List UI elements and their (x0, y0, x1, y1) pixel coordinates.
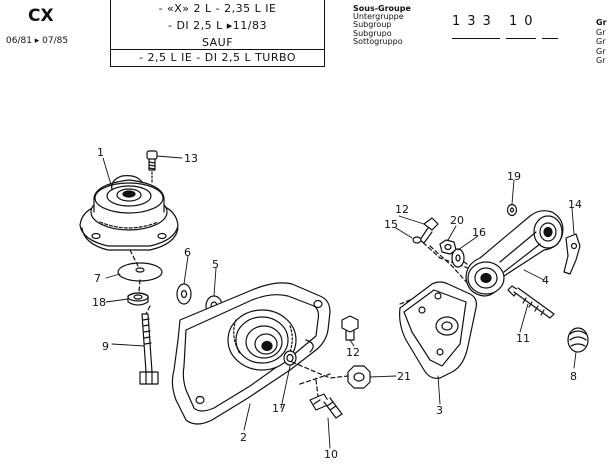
part-4-torque-rod (465, 210, 564, 297)
callout-9: 9 (102, 340, 109, 353)
part-18-nut (127, 292, 149, 306)
part-15-washer (412, 236, 422, 244)
group-labels: Gr Gr Gr Gr Gr (596, 18, 607, 66)
callout-3: 3 (436, 404, 443, 417)
callout-5: 5 (212, 258, 219, 271)
callout-14: 14 (568, 198, 582, 211)
part-21-nut (347, 365, 371, 389)
part-2-bracket (171, 282, 331, 425)
group-label-2: Gr (596, 27, 606, 37)
callout-17: 17 (272, 402, 286, 415)
callout-18: 18 (92, 296, 106, 309)
spec-line-3: SAUF (201, 36, 234, 49)
callout-1: 1 (97, 146, 104, 159)
callout-12-lower: 12 (346, 346, 360, 359)
part-13-bolt (146, 150, 158, 183)
part-8-bump-stop (567, 327, 589, 353)
part-11-bolt (507, 285, 555, 319)
part-9-long-bolt (139, 313, 159, 385)
subgroup-code: 133 10 (452, 14, 540, 29)
part-14-tab (563, 233, 581, 275)
leader-lines (102, 155, 577, 449)
spec-line-1: - «X» 2 L - 2,35 L IE (158, 2, 277, 15)
date-range: 06/81 ▸ 07/85 (6, 36, 69, 46)
callout-20: 20 (450, 214, 464, 227)
group-label-1: Gr (596, 18, 607, 27)
callout-11: 11 (516, 332, 530, 345)
part-19-washer (506, 203, 518, 217)
code-underline-1 (452, 38, 500, 39)
part-6-washer (176, 283, 192, 305)
spec-box: - «X» 2 L - 2,35 L IE - DI 2,5 L ▸11/83 … (110, 0, 325, 67)
subgroup-label-it: Sottogruppo (353, 36, 403, 46)
group-label-3: Gr (596, 37, 606, 46)
callout-15: 15 (384, 218, 398, 231)
part-1-top-mount (79, 175, 179, 251)
callout-8: 8 (570, 370, 577, 383)
callout-6: 6 (184, 246, 191, 259)
spec-line-4: - 2,5 L IE - DI 2,5 L TURBO (139, 51, 296, 64)
callout-21: 21 (397, 370, 411, 383)
callout-7: 7 (94, 272, 101, 285)
callout-numbers: 1 13 7 18 9 6 5 2 17 10 12 21 3 11 4 8 1… (92, 146, 582, 461)
part-12-lower-bolt (341, 315, 359, 341)
subgroup-label-es: Subgrupo (353, 28, 392, 38)
code-underline-2 (506, 38, 536, 39)
part-10-bolt (309, 393, 343, 419)
spec-line-2: - DI 2,5 L ▸11/83 (167, 19, 267, 32)
callout-16: 16 (472, 226, 486, 239)
subgroup-label-fr: Sous-Groupe (353, 4, 411, 13)
model-title: CX (28, 6, 54, 26)
group-label-4: Gr (596, 46, 606, 56)
callout-4: 4 (542, 274, 549, 287)
part-3-support-plate (399, 281, 477, 379)
part-16-washer (451, 248, 465, 268)
spec-divider (111, 49, 324, 50)
callout-19: 19 (507, 170, 521, 183)
group-label-5: Gr (596, 56, 606, 65)
part-7-washer (117, 262, 163, 282)
callout-12-upper: 12 (395, 203, 409, 216)
code-underline-3 (542, 38, 558, 39)
callout-10: 10 (324, 448, 338, 461)
subgroup-label-en: Subgroup (353, 20, 392, 30)
subgroup-labels: Sous-Groupe Untergruppe Subgroup Subgrup… (353, 4, 411, 46)
subgroup-label-de: Untergruppe (353, 12, 404, 22)
callout-2: 2 (240, 431, 247, 444)
callout-13: 13 (184, 152, 198, 165)
part-17-washer (286, 353, 294, 363)
part-12-upper-bolt (419, 217, 439, 244)
